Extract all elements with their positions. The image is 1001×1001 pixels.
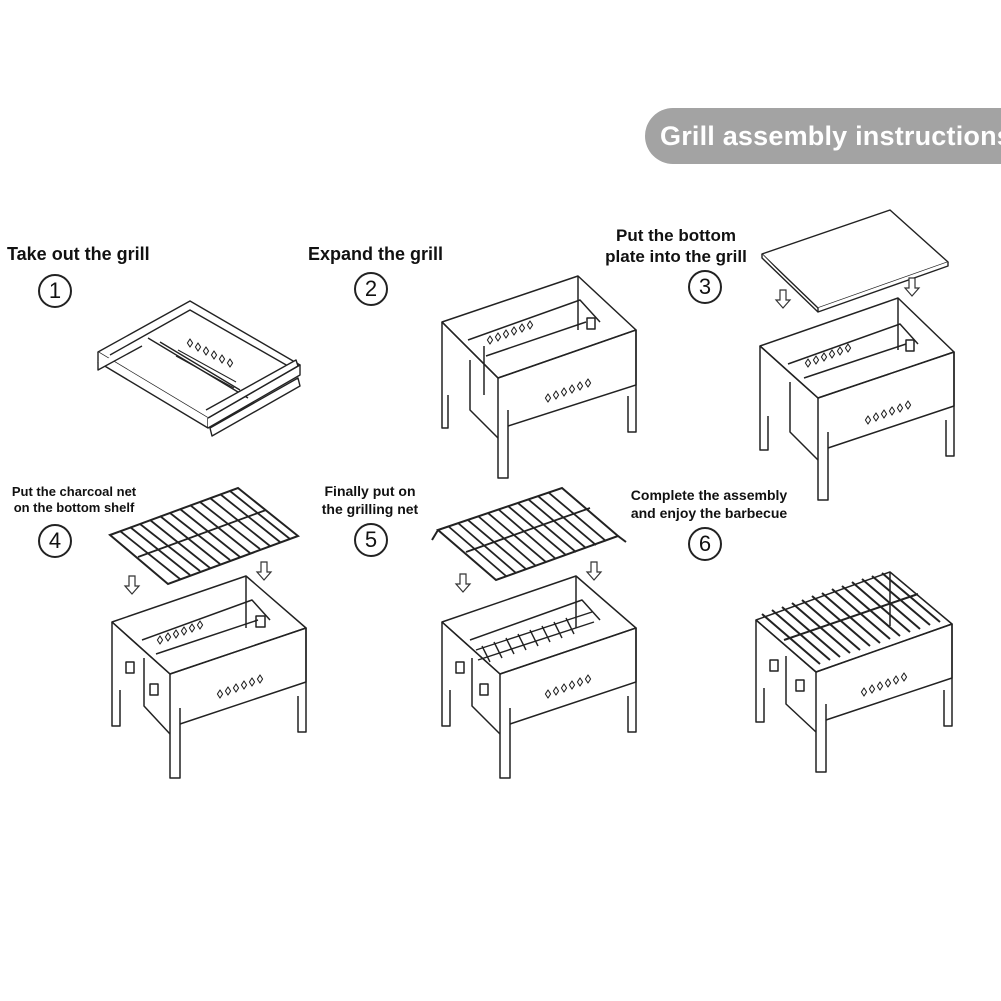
charcoal-net-drawing: [108, 486, 301, 586]
step-5-number: 5: [354, 523, 388, 557]
down-arrow-icon: [586, 561, 602, 581]
grilling-net-drawing: [431, 486, 627, 582]
step-4-number: 4: [38, 524, 72, 558]
step-2-label: Expand the grill: [308, 243, 443, 266]
step-1-number: 1: [38, 274, 72, 308]
title-banner: Grill assembly instructions: [645, 108, 1001, 164]
bottom-plate-drawing: [761, 209, 949, 313]
step-4-line-1: Put the charcoal net: [11, 484, 137, 499]
step-3-line-1: Put the bottom: [616, 226, 736, 245]
step-6-line-2: and enjoy the barbecue: [630, 504, 788, 521]
expanded-grill-drawing: [441, 275, 637, 546]
down-arrow-icon: [124, 575, 140, 595]
step-2-number: 2: [354, 272, 388, 306]
step-5-line-1: Finally put on: [324, 483, 416, 499]
folded-grill-drawing: [97, 300, 301, 437]
step-5-label: Finally put on the grilling net: [313, 483, 427, 518]
grill-for-net-drawing: [111, 575, 307, 779]
step-6-number: 6: [688, 527, 722, 561]
completed-grill-drawing: [755, 571, 953, 773]
step-3-line-2: plate into the grill: [605, 247, 747, 267]
title-text: Grill assembly instructions: [660, 120, 1001, 151]
step-5-line-2: the grilling net: [321, 500, 419, 517]
grill-with-plate-drawing: [759, 297, 955, 501]
step-4-label: Put the charcoal net on the bottom shelf: [5, 484, 143, 517]
step-1-line-1: Take out the grill: [7, 244, 150, 264]
step-3-number: 3: [688, 270, 722, 304]
step-6-label: Complete the assembly and enjoy the barb…: [620, 487, 798, 522]
step-4-line-2: on the bottom shelf: [13, 500, 135, 516]
step-1-label: Take out the grill: [7, 243, 150, 266]
step-6-line-1: Complete the assembly: [630, 487, 788, 503]
step-3-label: Put the bottom plate into the grill: [596, 225, 756, 268]
down-arrow-icon: [256, 561, 272, 581]
step-2-line-1: Expand the grill: [308, 244, 444, 264]
grill-for-grilling-net-drawing: [441, 575, 637, 779]
down-arrow-icon: [455, 573, 471, 593]
down-arrow-icon: [775, 289, 791, 309]
